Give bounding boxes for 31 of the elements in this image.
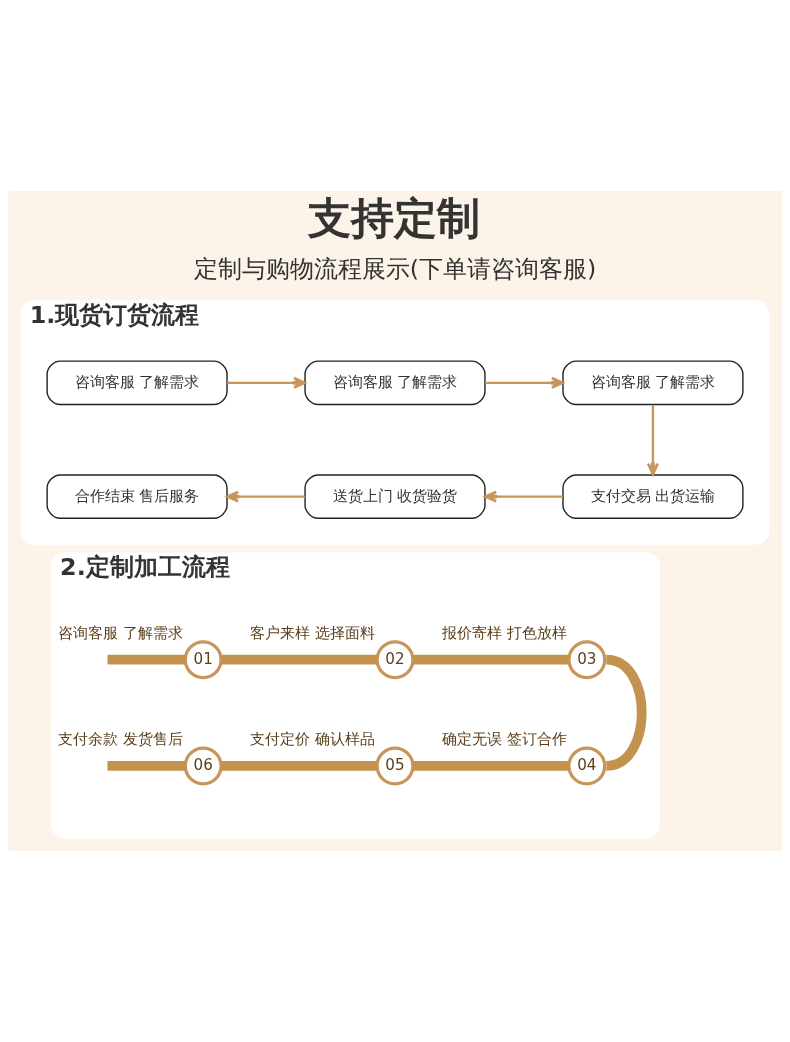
connector (107, 761, 186, 771)
node-box: 送货上门 收货验货 (304, 474, 486, 519)
arrow (485, 376, 565, 389)
label: 定制与购物流程展示(下单请咨询客服) (193, 255, 597, 284)
node-box: 咨询客服 了解需求 (46, 360, 228, 406)
connector (413, 654, 569, 665)
node-box: 咨询客服 了解需求 (304, 360, 486, 406)
node-label: 支付定价 确认样品 (250, 729, 376, 748)
arrow (646, 404, 659, 476)
connector (221, 761, 377, 771)
node-label: 客户来样 选择面料 (250, 623, 376, 642)
node-box: 合作结束 售后服务 (46, 474, 228, 519)
node-circle: 06 (183, 746, 223, 786)
node-circle: 05 (375, 746, 415, 786)
node-circle: 03 (567, 640, 607, 680)
node-label: 确定无误 签订合作 (442, 729, 567, 748)
arrow (227, 376, 307, 389)
node-label: 报价寄样 打色放样 (442, 623, 567, 642)
connector (413, 761, 569, 771)
connector (221, 654, 377, 665)
node-circle: 04 (567, 746, 607, 786)
arrow (484, 490, 563, 503)
arrow (226, 490, 305, 503)
diagram-title: 支持定制 (308, 193, 481, 244)
node-box: 支付交易 出货运输 (562, 474, 744, 519)
node-label: 支付余款 发货售后 (58, 729, 184, 748)
node-circle: 02 (375, 640, 415, 680)
node-label: 咨询客服 了解需求 (58, 623, 184, 642)
connector (107, 654, 186, 665)
node-box: 咨询客服 了解需求 (562, 360, 744, 406)
node-circle: 01 (183, 640, 223, 680)
